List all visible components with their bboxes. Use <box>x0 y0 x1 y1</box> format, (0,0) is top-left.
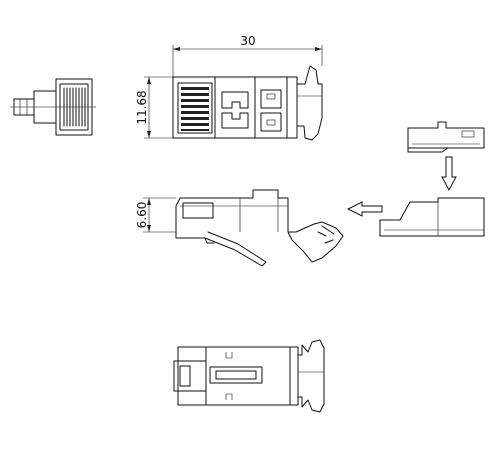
assembly-arrow-left-icon <box>346 201 383 217</box>
cap-part-top <box>407 121 485 153</box>
bottom-view <box>173 339 325 413</box>
dimension-height-front: 11.68 <box>135 76 173 139</box>
dimension-height-side: 6.60 <box>135 197 176 233</box>
top-contact-block <box>181 87 209 131</box>
top-view: 30 11.68 <box>135 34 323 141</box>
housing-part-right <box>379 197 485 237</box>
dimension-length-label: 30 <box>240 34 255 48</box>
dimension-height-front-label: 11.68 <box>135 90 149 124</box>
front-end-view <box>10 78 96 136</box>
dimension-length: 30 <box>172 34 323 77</box>
side-view: 6.60 <box>135 189 344 267</box>
assembly-arrow-down-icon <box>441 156 457 192</box>
dimension-height-side-label: 6.60 <box>135 202 149 229</box>
